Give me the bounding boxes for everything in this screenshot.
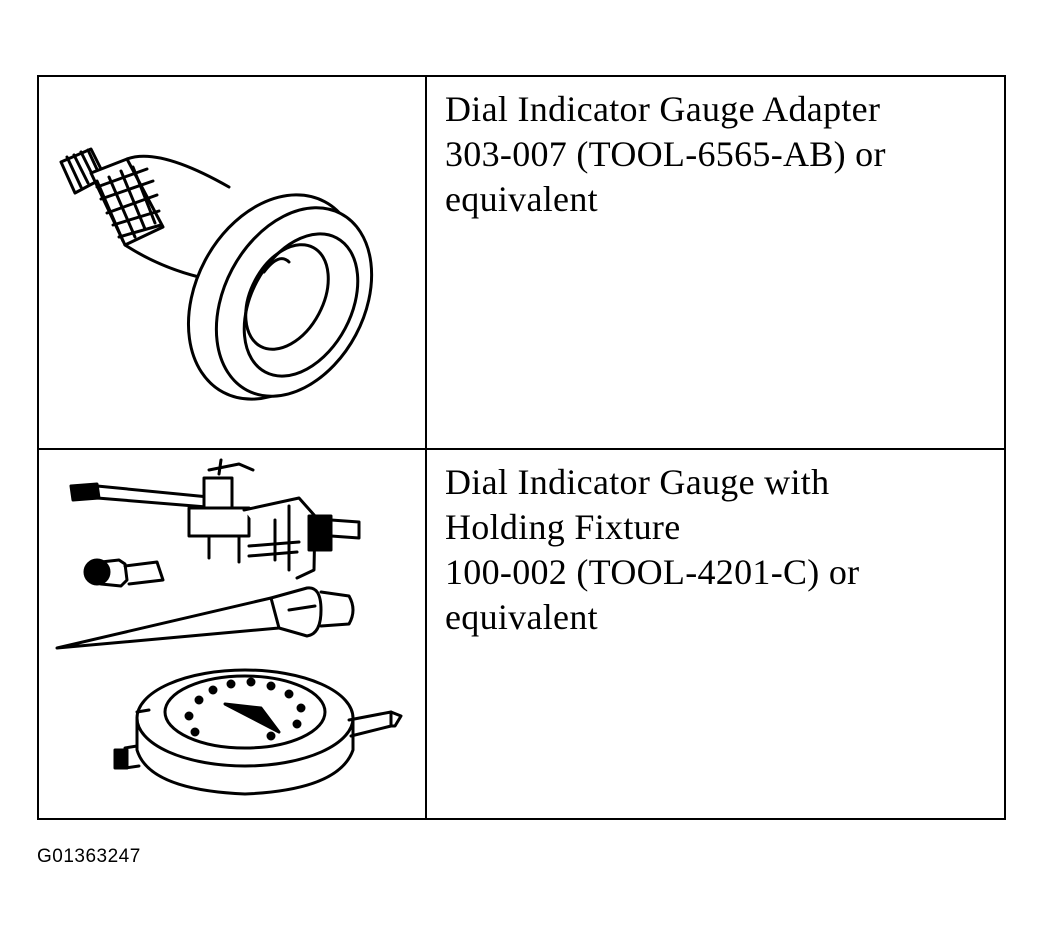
dial-indicator-with-fixture-icon <box>55 458 403 796</box>
tool-name-line: Dial Indicator Gauge Adapter <box>445 89 881 129</box>
tool-number-line: 303-007 (TOOL-6565-AB) or <box>445 134 886 174</box>
tool-row: Dial Indicator Gauge with Holding Fixtur… <box>39 450 1004 818</box>
figure-id: G01363247 <box>37 846 141 867</box>
tool-text-cell: Dial Indicator Gauge with Holding Fixtur… <box>427 450 1004 818</box>
tool-description: Dial Indicator Gauge Adapter 303-007 (TO… <box>427 77 1004 222</box>
tool-description: Dial Indicator Gauge with Holding Fixtur… <box>427 450 1004 640</box>
tool-name-line: Dial Indicator Gauge with <box>445 462 830 502</box>
tool-image-cell <box>39 77 427 448</box>
gauge-adapter-icon <box>59 147 374 401</box>
tool-name-line: Holding Fixture <box>445 507 681 547</box>
tool-text-cell: Dial Indicator Gauge Adapter 303-007 (TO… <box>427 77 1004 448</box>
tool-image-cell <box>39 450 427 818</box>
tool-equivalent-line: equivalent <box>445 179 598 219</box>
tool-equivalent-line: equivalent <box>445 597 598 637</box>
tool-row: Dial Indicator Gauge Adapter 303-007 (TO… <box>39 77 1004 450</box>
special-tools-table: Dial Indicator Gauge Adapter 303-007 (TO… <box>37 75 1006 820</box>
tool-number-line: 100-002 (TOOL-4201-C) or <box>445 552 860 592</box>
